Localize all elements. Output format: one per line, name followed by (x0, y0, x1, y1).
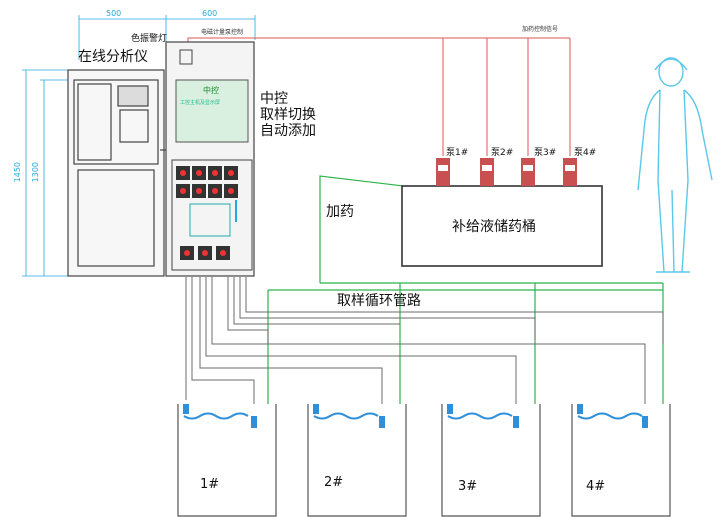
dim-height-inner: 1300 (31, 162, 40, 183)
basin-label-1: 1# (200, 477, 220, 492)
panel-subtitle: 工控主机及显示屏 (180, 100, 221, 106)
pump-label-3: 泵3# (534, 148, 557, 158)
sampling-pipes (185, 277, 664, 404)
basin-label-2: 2# (324, 475, 344, 490)
pump-3-icon (521, 158, 535, 186)
water-surfaces (183, 412, 643, 420)
pump-label-4: 泵4# (574, 148, 597, 158)
alarm-label: 色振警灯 (131, 34, 168, 44)
dim-width-b: 600 (202, 9, 218, 18)
basin-label-4: 4# (586, 479, 606, 494)
panel-title: 中控 (203, 86, 219, 95)
basins (177, 404, 671, 517)
basin-label-3: 3# (458, 479, 478, 494)
pump-label-2: 泵2# (491, 148, 514, 158)
analyzer-label: 在线分析仪 (78, 49, 148, 65)
pump-label-1: 泵1# (446, 148, 469, 158)
dosing-pumps (436, 158, 577, 186)
dosing-label: 加药 (326, 204, 354, 220)
pump-1-icon (436, 158, 450, 186)
signal-label-left: 电磁计量泵控制 (201, 29, 244, 36)
pump-4-icon (563, 158, 577, 186)
signal-label-right: 加药控制信号 (522, 26, 559, 33)
dim-width-a: 500 (106, 9, 122, 18)
control-cabinet (165, 41, 255, 277)
human-figure-icon (637, 57, 713, 273)
control-label-1: 中控 (260, 91, 288, 107)
control-label-2: 取样切换 (260, 107, 316, 123)
dim-height-outer: 1450 (13, 162, 22, 183)
sample-probes (183, 404, 648, 428)
dimension-lines (22, 15, 256, 277)
control-label-3: 自动添加 (260, 123, 316, 139)
loop-label: 取样循环管路 (337, 293, 421, 309)
tank-label: 补给液储药桶 (452, 219, 536, 235)
analyzer-cabinet (67, 69, 168, 277)
supply-tank (401, 185, 603, 267)
pump-2-icon (480, 158, 494, 186)
